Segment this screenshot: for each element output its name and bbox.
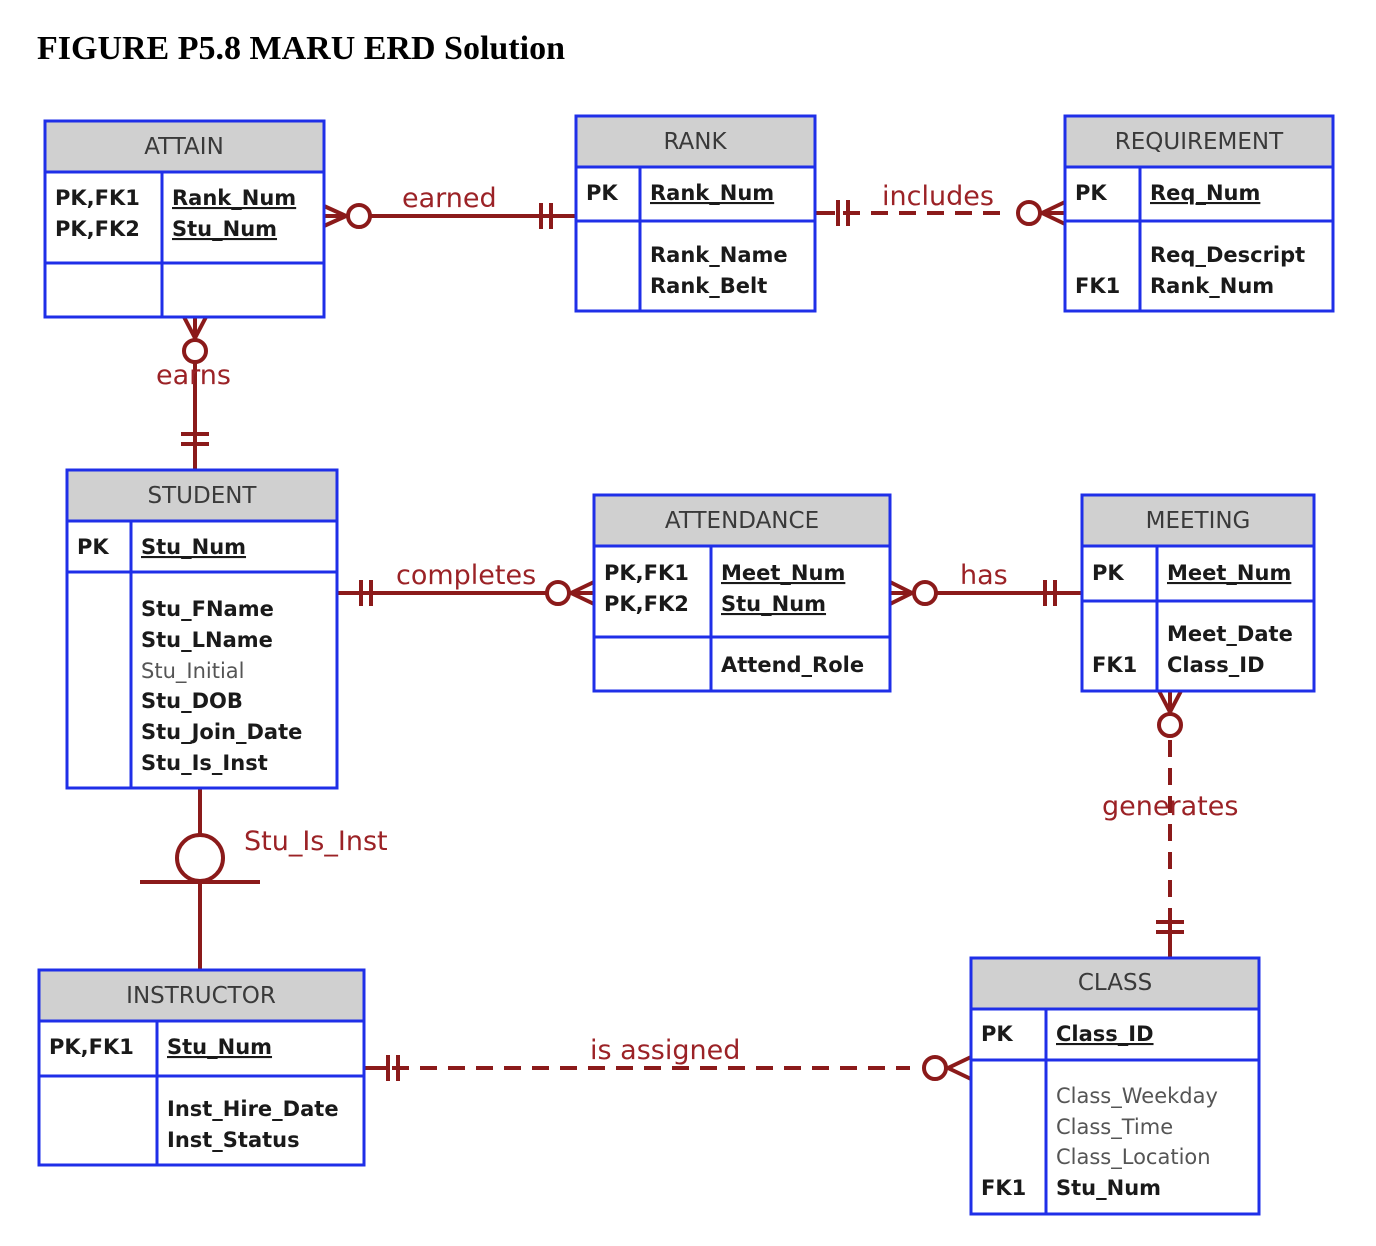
attain-attr-rank-num: Rank_Num [172, 186, 296, 210]
class-attr-class-id: Class_ID [1056, 1022, 1154, 1046]
page-title: FIGURE P5.8 MARU ERD Solution [37, 30, 565, 67]
rel-has-line[interactable] [889, 580, 1082, 606]
attendance-attr-meet-num: Meet_Num [721, 561, 845, 585]
rel-includes-label: includes [882, 181, 994, 212]
meeting-attr-meet-date: Meet_Date [1167, 622, 1293, 646]
instructor-title: INSTRUCTOR [126, 983, 276, 1009]
class-key-pk: PK [981, 1022, 1013, 1046]
class-attr-class-location: Class_Location [1056, 1145, 1211, 1170]
requirement-key-pk: PK [1075, 181, 1107, 205]
entity-class[interactable] [969, 956, 1261, 1216]
relationship-lines [140, 200, 1184, 1081]
attendance-key-2: PK,FK2 [604, 592, 689, 616]
instructor-attr-inst-status: Inst_Status [167, 1128, 300, 1152]
rel-generates-line[interactable] [1156, 690, 1184, 958]
instructor-attr-stu-num: Stu_Num [167, 1035, 272, 1059]
requirement-key-fk1: FK1 [1075, 274, 1120, 298]
meeting-key-pk: PK [1092, 561, 1124, 585]
rel-includes-line[interactable] [815, 200, 1066, 226]
student-attr-stu-dob: Stu_DOB [141, 689, 243, 713]
rel-completes-label: completes [396, 560, 536, 591]
requirement-title: REQUIREMENT [1115, 129, 1284, 155]
rel-earned-label: earned [402, 183, 497, 214]
rel-has-label: has [960, 560, 1008, 591]
meeting-attr-class-id: Class_ID [1167, 653, 1265, 677]
entity-instructor[interactable] [37, 968, 366, 1167]
rank-key-pk: PK [586, 181, 618, 205]
student-attr-stu-lname: Stu_LName [141, 628, 273, 652]
attain-attr-stu-num: Stu_Num [172, 217, 277, 241]
instructor-key-1: PK,FK1 [49, 1035, 134, 1059]
entity-requirement[interactable] [1063, 114, 1335, 313]
entity-student[interactable] [65, 468, 339, 790]
meeting-attr-meet-num: Meet_Num [1167, 561, 1291, 585]
requirement-attr-rank-num: Rank_Num [1150, 274, 1274, 298]
rel-earns-label: earns [156, 360, 231, 391]
meeting-key-fk1: FK1 [1092, 653, 1137, 677]
student-attr-stu-num: Stu_Num [141, 535, 246, 559]
student-attr-stu-join-date: Stu_Join_Date [141, 720, 302, 744]
class-attr-class-weekday: Class_Weekday [1056, 1084, 1218, 1109]
attendance-attr-attend-role: Attend_Role [721, 653, 864, 677]
rel-completes-line[interactable] [337, 580, 595, 606]
student-attr-stu-is-inst: Stu_Is_Inst [141, 751, 268, 775]
entity-rank[interactable] [574, 114, 817, 313]
rel-earns-line[interactable] [181, 316, 209, 470]
entity-attain[interactable] [43, 119, 326, 319]
rank-attr-rank-belt: Rank_Belt [650, 274, 767, 298]
rank-attr-rank-name: Rank_Name [650, 243, 788, 267]
student-attr-stu-fname: Stu_FName [141, 597, 274, 621]
attendance-attr-stu-num: Stu_Num [721, 592, 826, 616]
class-title: CLASS [1078, 970, 1152, 996]
meeting-title: MEETING [1146, 508, 1251, 534]
requirement-attr-req-descript: Req_Descript [1150, 243, 1305, 267]
entity-meeting[interactable] [1080, 493, 1316, 693]
rel-generates-label: generates [1102, 791, 1238, 822]
rel-stu-is-inst-label: Stu_Is_Inst [244, 826, 388, 857]
rel-stu-is-inst-line[interactable] [140, 788, 260, 970]
attendance-key-1: PK,FK1 [604, 561, 689, 585]
rel-earned-line[interactable] [323, 203, 576, 229]
class-attr-class-time: Class_Time [1056, 1115, 1173, 1140]
rel-is-assigned-label: is assigned [590, 1035, 740, 1066]
attain-title: ATTAIN [144, 134, 224, 160]
rank-title: RANK [663, 129, 727, 155]
attendance-title: ATTENDANCE [665, 508, 819, 534]
class-attr-stu-num: Stu_Num [1056, 1176, 1161, 1200]
student-attr-stu-initial: Stu_Initial [141, 659, 244, 684]
student-key-pk: PK [77, 535, 109, 559]
entity-attendance[interactable] [592, 493, 892, 693]
instructor-attr-inst-hire-date: Inst_Hire_Date [167, 1097, 339, 1121]
attain-key-2: PK,FK2 [55, 217, 140, 241]
requirement-attr-req-num: Req_Num [1150, 181, 1260, 205]
rank-attr-rank-num: Rank_Num [650, 181, 774, 205]
attain-key-1: PK,FK1 [55, 186, 140, 210]
rel-is-assigned-line[interactable] [364, 1055, 972, 1081]
class-key-fk1: FK1 [981, 1176, 1026, 1200]
student-title: STUDENT [148, 483, 258, 509]
